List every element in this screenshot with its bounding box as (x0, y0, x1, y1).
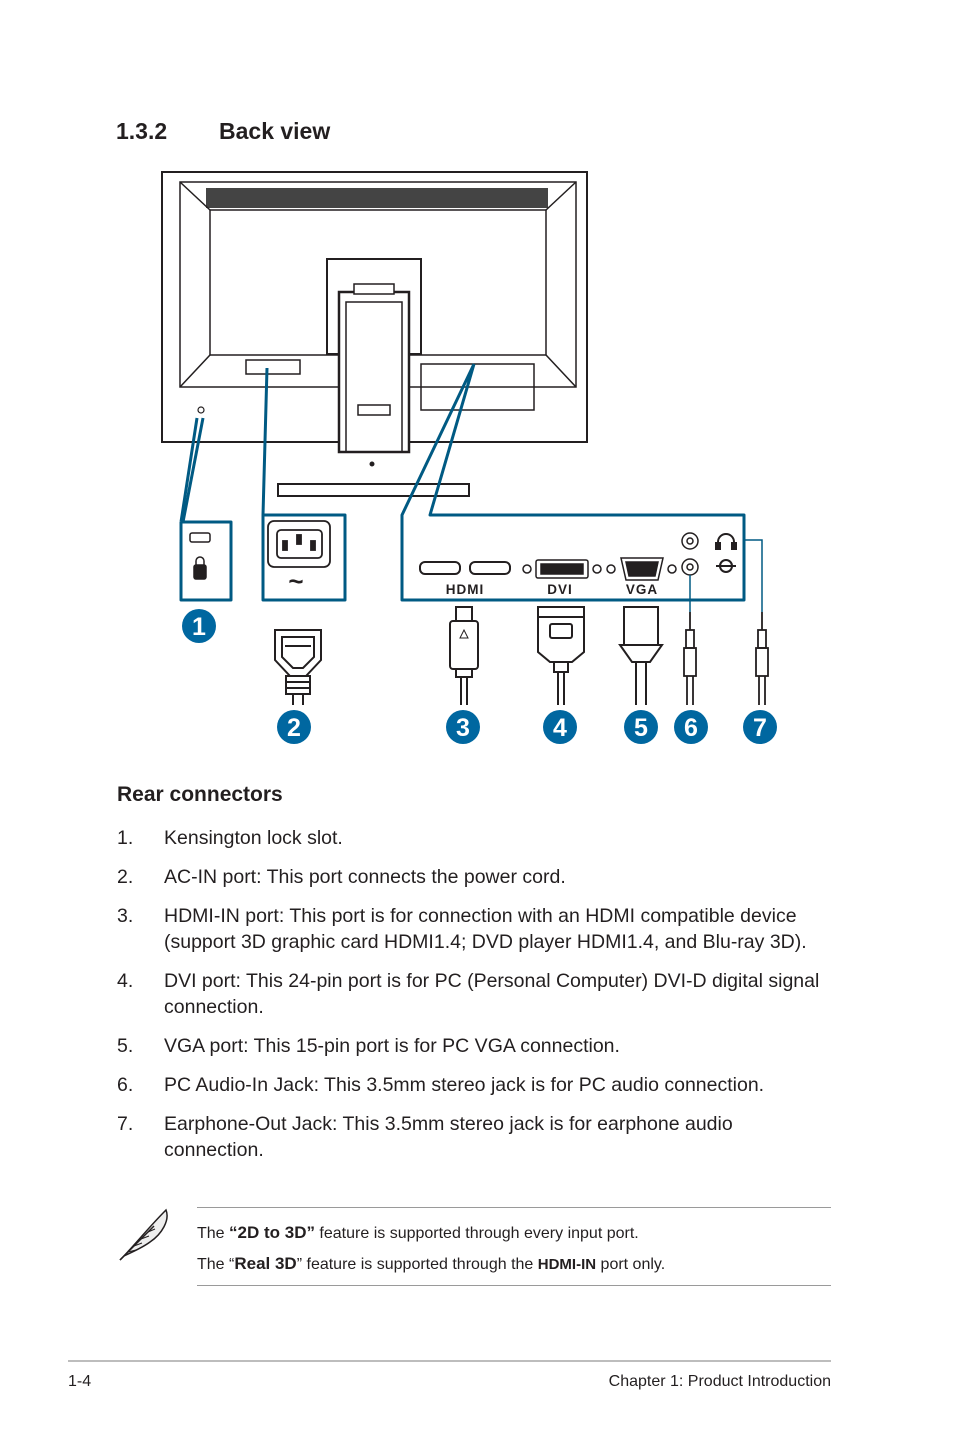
note-top-rule (197, 1207, 831, 1208)
ac-symbol: ~ (288, 566, 303, 596)
list-item: 7.Earphone-Out Jack: This 3.5mm stereo j… (117, 1113, 733, 1161)
page-number: 1-4 (68, 1373, 92, 1390)
callout-7: 7 (743, 710, 777, 744)
list-item: 3.HDMI-IN port: This port is for connect… (117, 905, 807, 953)
dvi-port-icon (522, 559, 602, 579)
headphone-icon (715, 533, 737, 573)
callout-outlines (179, 363, 746, 602)
svg-text:6: 6 (684, 714, 698, 742)
list-item: 2.AC-IN port: This port connects the pow… (117, 866, 566, 888)
svg-text:4: 4 (553, 714, 567, 742)
svg-text:3: 3 (456, 714, 470, 742)
callout-3: 3 (446, 710, 480, 744)
rear-connectors-list: 1.Kensington lock slot. 2.AC-IN port: Th… (117, 825, 837, 1176)
monitor-back (161, 171, 588, 497)
earphone-plug-icon (755, 612, 769, 705)
list-item: 4.DVI port: This 24-pin port is for PC (… (117, 970, 820, 1018)
callout-5: 5 (624, 710, 658, 744)
note-line-2: The “Real 3D” feature is supported throu… (197, 1254, 666, 1273)
vga-label: VGA (626, 582, 658, 597)
list-item: 6.PC Audio-In Jack: This 3.5mm stereo ja… (117, 1074, 765, 1096)
svg-text:5: 5 (634, 714, 648, 742)
feather-pen-icon (119, 1208, 168, 1261)
callout-6: 6 (674, 710, 708, 744)
section-heading: 1.3.2 Back view (116, 118, 330, 145)
note-bottom-rule (197, 1285, 831, 1286)
ac-in-port-icon (267, 520, 331, 568)
callout-2: 2 (277, 710, 311, 744)
svg-text:7: 7 (753, 714, 767, 742)
audio-plug-icon (683, 612, 697, 705)
list-item: 1.Kensington lock slot. (117, 827, 343, 849)
back-view-diagram: ~ HDMI DVI VGA (161, 171, 777, 744)
rear-connectors-heading: Rear connectors (117, 783, 283, 806)
chapter-title: Chapter 1: Product Introduction (608, 1373, 831, 1390)
kensington-lock-icon (189, 532, 211, 580)
vga-plug-icon (618, 606, 664, 705)
note-line-1: The “2D to 3D” feature is supported thro… (197, 1223, 639, 1242)
audio-in-jack-icon (681, 532, 699, 576)
list-item: 5.VGA port: This 15-pin port is for PC V… (117, 1035, 620, 1057)
vga-port-icon (606, 557, 677, 581)
footer-rule (68, 1360, 831, 1362)
dvi-label: DVI (547, 582, 573, 597)
hdmi-plug-icon (449, 606, 479, 705)
svg-text:1: 1 (192, 613, 206, 641)
section-title: Back view (219, 118, 331, 144)
power-plug-icon (274, 629, 322, 705)
hdmi-port-icons (419, 561, 511, 575)
callout-1: 1 (182, 609, 216, 643)
audio-leader-lines (689, 539, 763, 612)
section-number: 1.3.2 (116, 118, 168, 144)
dvi-plug-icon (537, 606, 585, 705)
svg-text:2: 2 (287, 714, 301, 742)
hdmi-label: HDMI (446, 582, 485, 597)
callout-4: 4 (543, 710, 577, 744)
